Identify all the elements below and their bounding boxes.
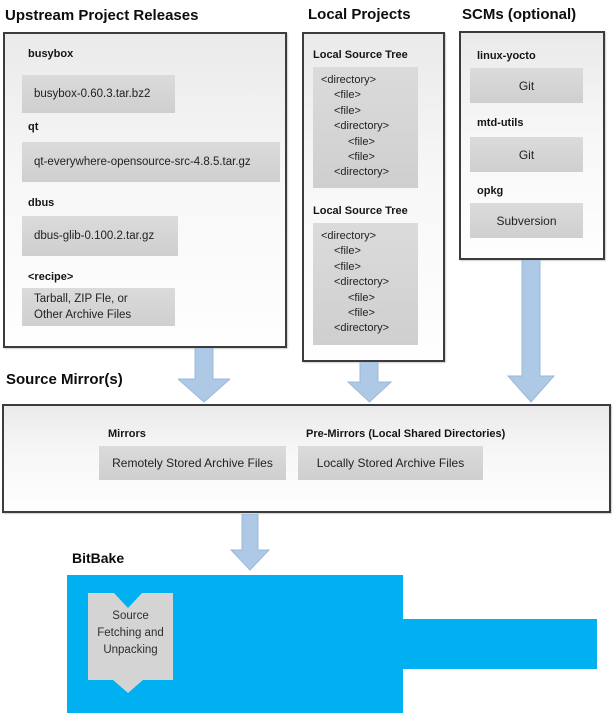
premirrors-box: Locally Stored Archive Files xyxy=(298,446,483,480)
tree-line: <file> xyxy=(334,260,361,273)
tree-line: <directory> xyxy=(321,230,377,242)
upstream-item-label: dbus xyxy=(28,197,55,209)
down-arrow-bitbake xyxy=(230,514,270,571)
upstream-archive-box: dbus-glib-0.100.2.tar.gz xyxy=(22,216,178,256)
scm-item-label: opkg xyxy=(477,185,504,197)
ribbon-line: Unpacking xyxy=(103,644,158,656)
down-arrow-upstream xyxy=(178,348,230,403)
source-tree-box: <directory> <file> <file> <directory> <f… xyxy=(313,223,418,345)
ribbon-line: Source xyxy=(112,610,149,622)
premirrors-label: Pre-Mirrors (Local Shared Directories) xyxy=(306,428,506,440)
tree-line: <file> xyxy=(348,151,375,164)
tree-line: <directory> xyxy=(334,166,390,179)
tree-line: <directory> xyxy=(321,74,377,86)
tree-line: <file> xyxy=(334,104,361,117)
upstream-archive-box: qt-everywhere-opensource-src-4.8.5.tar.g… xyxy=(22,142,280,182)
tree-line: <file> xyxy=(348,291,375,304)
archive-name: qt-everywhere-opensource-src-4.8.5.tar.g… xyxy=(34,156,251,168)
down-arrow-local-projects xyxy=(347,362,392,403)
upstream-archive-box: busybox-0.60.3.tar.bz2 xyxy=(22,75,175,113)
scm-item-label: linux-yocto xyxy=(477,50,536,62)
scm-tool-name: Git xyxy=(518,147,535,162)
upstream-archive-box: Tarball, ZIP Fle, or Other Archive Files xyxy=(22,288,175,326)
scms-title: SCMs (optional) xyxy=(462,6,577,23)
source-mirrors-title: Source Mirror(s) xyxy=(6,371,123,388)
local-source-tree-label: Local Source Tree xyxy=(313,205,408,217)
archive-name: Other Archive Files xyxy=(34,309,132,321)
tree-line: <directory> xyxy=(334,276,390,289)
source-fetching-ribbon-text: Source Fetching and Unpacking xyxy=(88,608,173,659)
mirrors-box-text: Remotely Stored Archive Files xyxy=(112,456,273,470)
mirrors-label: Mirrors xyxy=(108,428,146,440)
ribbon-line: Fetching and xyxy=(97,627,164,639)
tree-line: <file> xyxy=(334,89,361,102)
scm-tool-box: Git xyxy=(470,68,583,103)
tree-line: <file> xyxy=(348,135,375,148)
upstream-item-label: <recipe> xyxy=(28,271,74,283)
tree-line: <file> xyxy=(348,307,375,320)
archive-name: busybox-0.60.3.tar.bz2 xyxy=(34,88,151,100)
scm-item-label: mtd-utils xyxy=(477,117,524,129)
mirrors-box: Remotely Stored Archive Files xyxy=(99,446,286,480)
premirrors-box-text: Locally Stored Archive Files xyxy=(316,456,465,470)
source-tree-box: <directory> <file> <file> <directory> <f… xyxy=(313,67,418,188)
bitbake-title: BitBake xyxy=(72,550,125,566)
local-source-tree-label: Local Source Tree xyxy=(313,49,408,61)
scm-tool-name: Subversion xyxy=(496,213,557,228)
upstream-title: Upstream Project Releases xyxy=(5,7,199,24)
scm-tool-name: Git xyxy=(518,78,535,93)
source-fetching-ribbon xyxy=(88,593,173,693)
tree-line: <file> xyxy=(334,245,361,258)
down-arrow-scms xyxy=(507,260,555,403)
scm-tool-box: Subversion xyxy=(470,203,583,238)
archive-name: Tarball, ZIP Fle, or xyxy=(34,293,128,305)
scm-tool-box: Git xyxy=(470,137,583,172)
upstream-item-label: qt xyxy=(28,121,39,133)
archive-name: dbus-glib-0.100.2.tar.gz xyxy=(34,230,155,242)
upstream-item-label: busybox xyxy=(28,48,74,60)
local-projects-title: Local Projects xyxy=(308,6,411,23)
tree-line: <directory> xyxy=(334,120,390,133)
bitbake-flow-shape xyxy=(67,575,597,713)
tree-line: <directory> xyxy=(334,322,390,335)
